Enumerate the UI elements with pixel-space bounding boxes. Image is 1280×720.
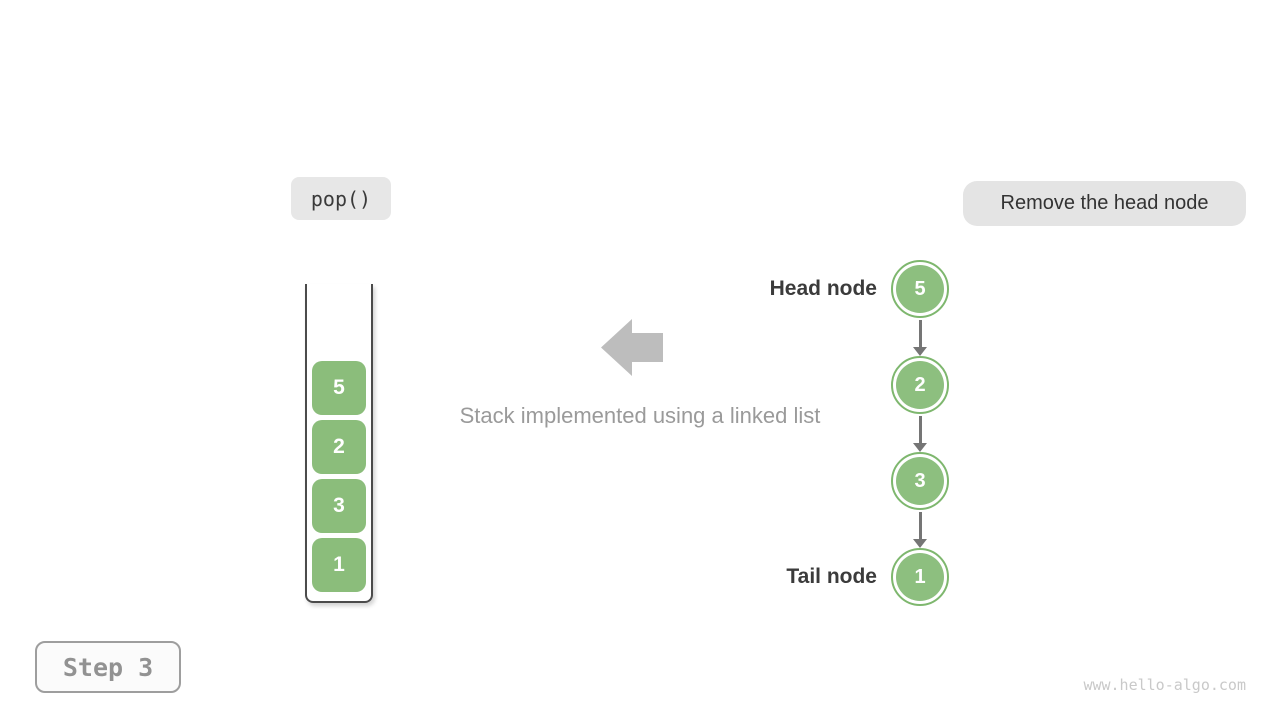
arrow-line	[918, 416, 922, 443]
caption-text: Stack implemented using a linked list	[459, 403, 821, 428]
head-node-label: Head node	[769, 277, 877, 300]
arrow-head	[913, 539, 927, 548]
stack-container: 5 2 3 1	[305, 284, 373, 603]
arrow-down-icon	[913, 416, 927, 452]
tail-node-label: Tail node	[786, 565, 877, 588]
linked-list-node-value: 2	[896, 361, 944, 409]
arrow-head	[913, 443, 927, 452]
arrow-head	[913, 347, 927, 356]
stack-item: 5	[312, 361, 366, 415]
linked-list-node-value: 5	[896, 265, 944, 313]
linked-list-node: 2	[891, 356, 949, 414]
stack-item: 1	[312, 538, 366, 592]
left-arrow-icon	[601, 319, 663, 376]
pop-operation-label: pop()	[291, 177, 391, 220]
linked-list-node: 1	[891, 548, 949, 606]
arrow-down-icon	[913, 512, 927, 548]
arrow-line	[918, 512, 922, 539]
stack-item: 2	[312, 420, 366, 474]
watermark: www.hello-algo.com	[1083, 676, 1246, 694]
linked-list-node: 3	[891, 452, 949, 510]
linked-list-node-value: 1	[896, 553, 944, 601]
stack-item: 3	[312, 479, 366, 533]
linked-list-node: 5	[891, 260, 949, 318]
arrow-down-icon	[913, 320, 927, 356]
linked-list-node-value: 3	[896, 457, 944, 505]
step-badge: Step 3	[35, 641, 181, 693]
remove-head-node-label: Remove the head node	[963, 181, 1246, 226]
arrow-line	[918, 320, 922, 347]
